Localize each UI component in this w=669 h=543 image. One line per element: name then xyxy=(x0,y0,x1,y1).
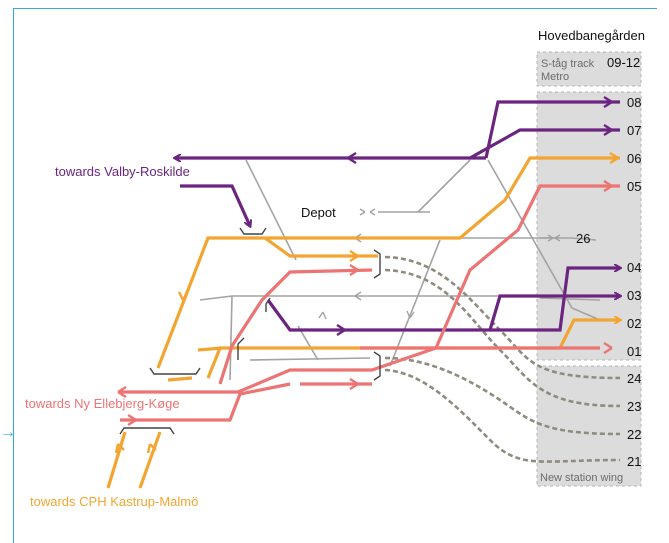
track-number: 23 xyxy=(627,399,641,414)
diagram-frame xyxy=(13,8,657,543)
track-number: 24 xyxy=(627,371,641,386)
stog-tracks: 09-12 xyxy=(607,55,640,70)
track-number: 26 xyxy=(576,231,590,246)
valby-label: towards Valby-Roskilde xyxy=(55,164,190,179)
kastrup-label: towards CPH Kastrup-Malmö xyxy=(30,494,198,509)
new-wing-panel xyxy=(536,365,642,487)
track-number: 04 xyxy=(627,260,641,275)
track-number: 02 xyxy=(627,316,641,331)
service-arrows xyxy=(318,208,561,320)
ny-ellebjerg-label: towards Ny Ellebjerg-Køge xyxy=(25,396,180,411)
station-panel xyxy=(536,51,642,487)
track-number: 05 xyxy=(627,179,641,194)
salmon-tracks xyxy=(120,184,620,422)
purple-mid-arrows xyxy=(336,95,613,337)
metro-label: Metro xyxy=(541,71,569,83)
track-number: 22 xyxy=(627,427,641,442)
track-number: 21 xyxy=(627,454,641,469)
track-number: 01 xyxy=(627,344,641,359)
depot-label: Depot xyxy=(301,205,336,220)
station-title: Hovedbanegården xyxy=(538,28,645,43)
service-tracks xyxy=(199,159,601,381)
track-number: 08 xyxy=(627,95,641,110)
stog-label: S-tåg track xyxy=(541,58,595,70)
purple-tracks xyxy=(175,100,620,332)
orange-mid-arrows xyxy=(114,151,619,454)
track-number: 06 xyxy=(627,151,641,166)
track-numbers: 08 07 06 05 26 04 03 02 01 24 23 22 21 xyxy=(576,95,641,469)
frame-arrow-icon: → xyxy=(0,424,16,441)
salmon-mid-arrows xyxy=(117,179,613,427)
track-number: 07 xyxy=(627,123,641,138)
bumper-brackets xyxy=(119,227,381,435)
new-wing-label: New station wing xyxy=(540,472,623,484)
stog-metro-panel xyxy=(536,51,642,87)
track-number: 03 xyxy=(627,288,641,303)
labels: Hovedbanegården S-tåg track 09-12 Metro … xyxy=(25,28,645,509)
